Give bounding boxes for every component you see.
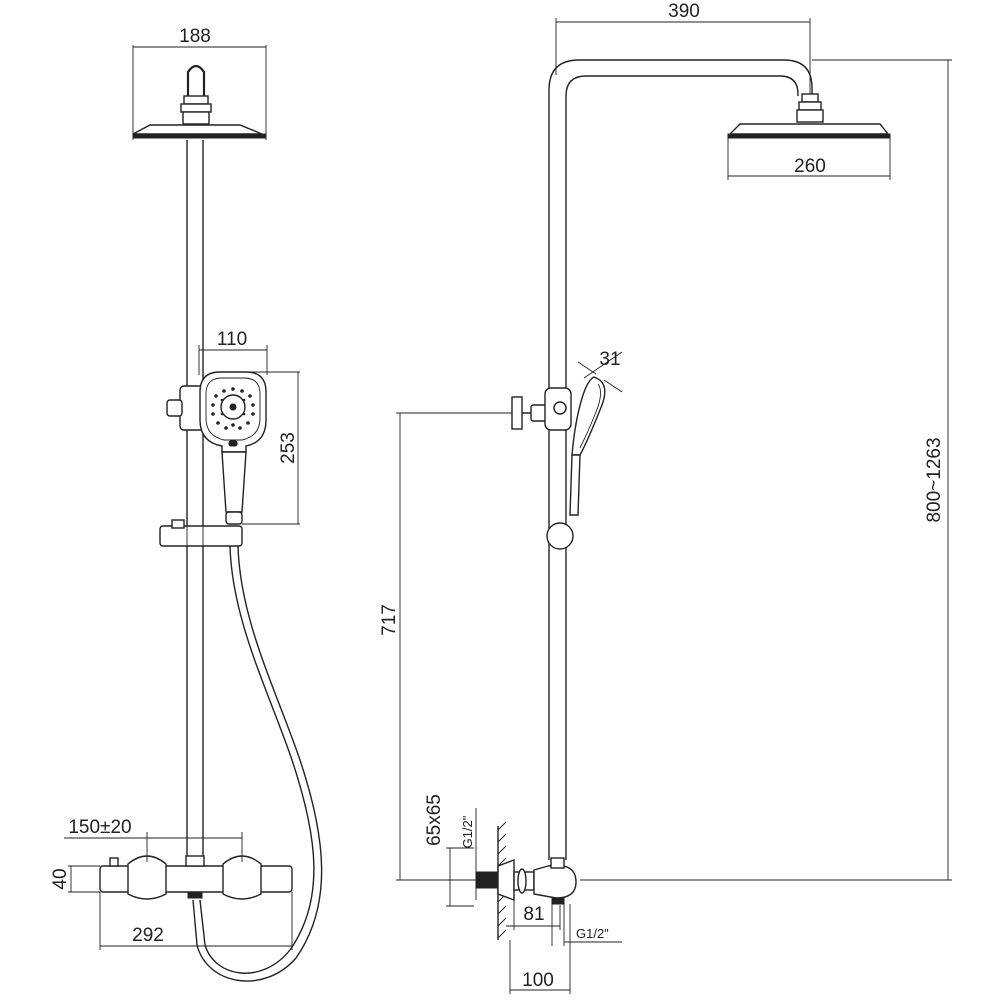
- handshower-front: [199, 371, 267, 525]
- slider-bracket-front: [159, 519, 243, 547]
- thread-outlet: G1/2": [576, 926, 609, 941]
- riser-rail-front: [186, 140, 204, 860]
- dim-handshower-height: 253: [278, 432, 299, 464]
- dim-handshower-width: 110: [217, 329, 247, 350]
- front-view: 188 110 253: [50, 26, 323, 982]
- dim-total-height: 800~1263: [924, 437, 945, 522]
- mixer-side: [475, 857, 577, 905]
- dim-outlet-height: 717: [379, 604, 400, 636]
- dim-head-diameter: 260: [794, 156, 826, 177]
- dim-flange-size: 65x65: [424, 794, 445, 846]
- dim-mixer-width: 292: [132, 925, 164, 946]
- slider-knob-side: [546, 522, 574, 550]
- riser-and-arm-side: [548, 59, 813, 860]
- dim-mixer-height: 40: [50, 868, 71, 889]
- dim-arm-projection: 390: [668, 1, 700, 22]
- shower-hose: [192, 545, 323, 982]
- thread-wall: G1/2": [460, 815, 475, 848]
- dim-wall-to-center: 100: [522, 970, 554, 991]
- thermostatic-mixer-front: [99, 855, 293, 900]
- side-view: 390 260 800~1263: [379, 1, 952, 994]
- dim-inlet-spacing: 150±20: [68, 817, 131, 838]
- rain-shower-head-front: [132, 64, 267, 139]
- handshower-side: [569, 376, 606, 516]
- dim-handshower-thickness: 31: [599, 349, 620, 370]
- rain-shower-head-side: [727, 93, 891, 139]
- dim-head-width: 188: [179, 26, 211, 47]
- dim-mixer-depth: 81: [523, 904, 544, 925]
- handshower-holder-side: [511, 387, 572, 431]
- handshower-holder-front: [166, 385, 205, 431]
- spray-nozzles: [211, 387, 255, 430]
